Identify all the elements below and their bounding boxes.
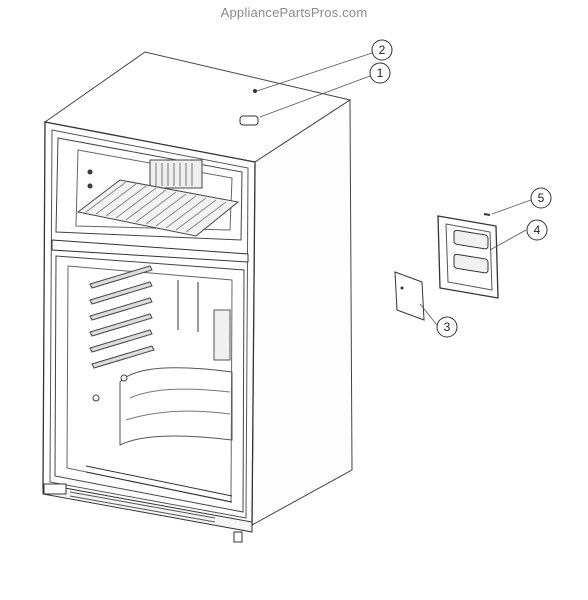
screw-part-icon (483, 213, 491, 216)
top-screw-icon (253, 89, 257, 93)
callout-circle-1 (369, 62, 391, 84)
panel-part-icon (394, 271, 425, 321)
callout-label-3: 3 (444, 320, 451, 334)
callout-circle-5 (530, 187, 552, 209)
freezer-compartment-icon (55, 137, 243, 241)
cabinet-top-part-icon (239, 115, 259, 126)
divider-strip-icon (51, 239, 249, 263)
leader-lines (256, 52, 532, 326)
callout-label-1: 1 (377, 66, 384, 80)
watermark-text: AppliancePartsPros.com (220, 5, 368, 20)
callout-circle-2 (371, 39, 393, 61)
callout-circle-4 (526, 219, 548, 241)
refrigerator-cabinet-icon (42, 51, 353, 526)
callout-label-5: 5 (538, 191, 545, 205)
callout-label-4: 4 (534, 223, 541, 237)
door-bin-frame-icon (437, 215, 499, 299)
callout-circle-3 (436, 316, 458, 338)
fresh-food-compartment-icon (54, 255, 245, 513)
callout-label-2: 2 (379, 43, 386, 57)
base-kickplate-icon (42, 483, 253, 543)
